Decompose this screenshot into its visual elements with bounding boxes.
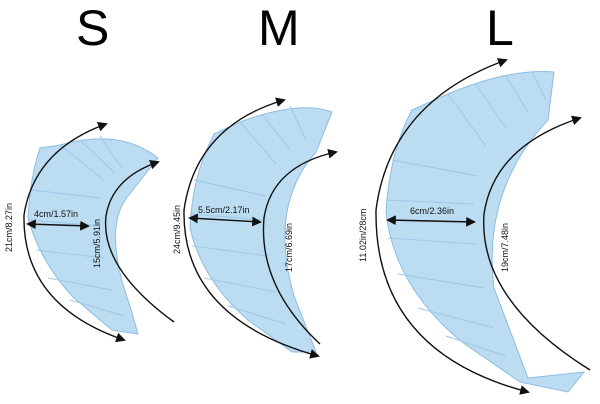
inner-arc-arrow-small (104, 159, 175, 323)
inner-arc-label-large: 19cm/7.48in (500, 222, 510, 272)
width-label-medium: 5.5cm/2.17in (198, 205, 250, 215)
width-arrow-medium (188, 213, 262, 227)
inner-arc-label-small: 15cm/5.91in (92, 218, 102, 268)
width-label-large: 6cm/2.36in (410, 206, 455, 216)
size-label-m: M (258, 0, 300, 56)
size-label-s: S (76, 0, 110, 56)
fin-large (375, 58, 591, 395)
width-arrow-small (26, 219, 90, 231)
inner-arc-arrow-large (483, 115, 591, 371)
inner-arc-label-medium: 17cm/6.69in (284, 222, 294, 272)
width-label-small: 4cm/1.57in (34, 209, 79, 219)
outer-arc-arrow-large (375, 58, 530, 395)
outer-arc-label-medium: 24cm/9.45in (172, 204, 182, 254)
outer-arc-label-small: 21cm/8.27in (4, 202, 14, 252)
size-label-l: L (486, 0, 514, 56)
outer-arc-arrow-small (23, 122, 126, 343)
fin-large-body (385, 71, 586, 393)
fin-medium (183, 97, 338, 359)
inner-arc-arrow-medium (262, 148, 338, 345)
width-arrow-large (386, 215, 476, 227)
fin-small (23, 122, 175, 343)
outer-arc-label-large: 11.02in/28cm (358, 208, 368, 262)
outer-arc-arrow-medium (183, 97, 320, 359)
